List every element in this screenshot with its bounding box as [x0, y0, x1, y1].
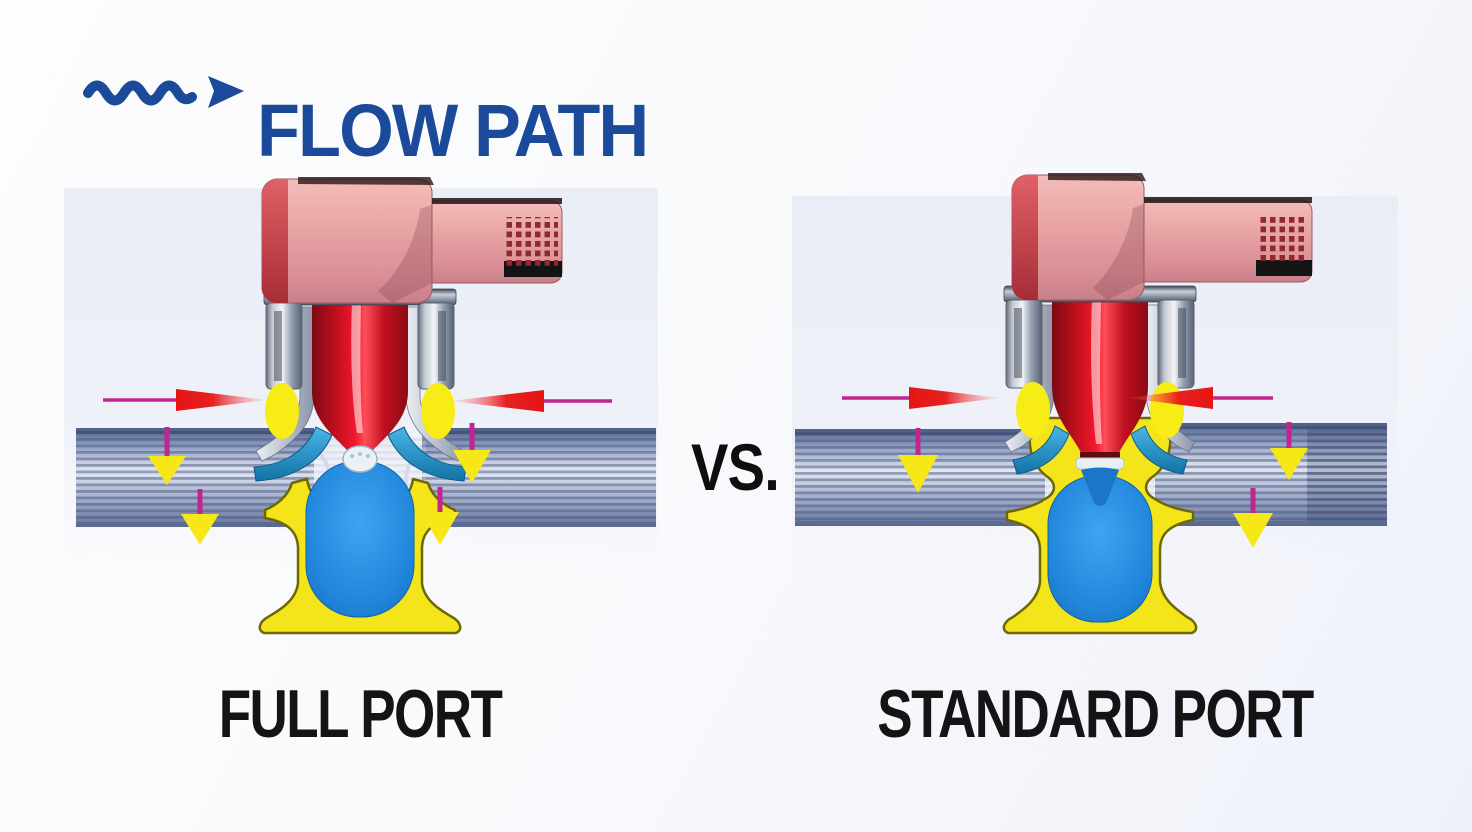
flow-path-wavy-arrow-icon [83, 76, 244, 108]
valve-stem [312, 295, 408, 463]
valve-seat-left [1012, 425, 1070, 475]
down-arrow-left-2 [181, 489, 219, 545]
actuator-red-edge [262, 179, 288, 303]
actuator-crease [1093, 204, 1144, 300]
actuator-arm-top-edge [432, 198, 562, 204]
stem-seal-right [1150, 382, 1184, 438]
actuator-vent-grid [506, 217, 558, 267]
actuator-top-edge [298, 177, 434, 185]
down-arrow-right-2 [421, 487, 459, 545]
vs-divider-label: VS. [691, 430, 780, 504]
down-arrow-right-1 [453, 423, 491, 483]
arrowhead [208, 76, 244, 108]
stem-white-band [1075, 457, 1125, 470]
valve-seat-left [253, 426, 333, 482]
valve-seat-right [387, 426, 467, 482]
actuator-head [261, 177, 563, 304]
stem-highlight [1091, 300, 1102, 444]
actuator-top-edge [1048, 173, 1146, 181]
stem-highlight [351, 301, 363, 433]
actuator-head [1011, 173, 1313, 301]
full-port-valve-diagram [76, 177, 656, 635]
stem-seal-right [421, 383, 455, 439]
stem-tip-ball [342, 445, 378, 473]
actuator-red-edge [1012, 175, 1038, 300]
flow-chamber [305, 460, 415, 618]
actuator-crease [378, 205, 432, 303]
standard-port-label: STANDARD PORT [877, 676, 1314, 752]
page-title: FLOW PATH [257, 88, 649, 172]
actuator-vent-grid [1258, 214, 1306, 262]
flow-arrow-inlet-left [842, 387, 1000, 409]
down-arrow-left-1 [898, 428, 938, 493]
stem-seal-left [265, 383, 299, 439]
flow-arrow-inlet-right [450, 390, 612, 412]
stem-dark-band [1080, 452, 1120, 459]
plug-tip-blue [1081, 467, 1119, 506]
down-arrow-right-1 [1270, 422, 1308, 480]
full-port-label: FULL PORT [218, 676, 503, 752]
down-arrow-left-1 [148, 427, 186, 485]
actuator-arm-top-edge [1144, 197, 1312, 203]
wavy-line [83, 80, 197, 106]
down-arrow-right-2 [1233, 488, 1273, 548]
actuator-black-step [1256, 260, 1312, 276]
flow-arrow-inlet-right [1127, 387, 1273, 409]
standard-port-valve-diagram [795, 173, 1387, 635]
valve-seat-right [1130, 425, 1188, 475]
valve-stem [1052, 294, 1148, 506]
flow-arrow-inlet-left [103, 389, 268, 411]
stem-seal-left [1016, 382, 1050, 438]
